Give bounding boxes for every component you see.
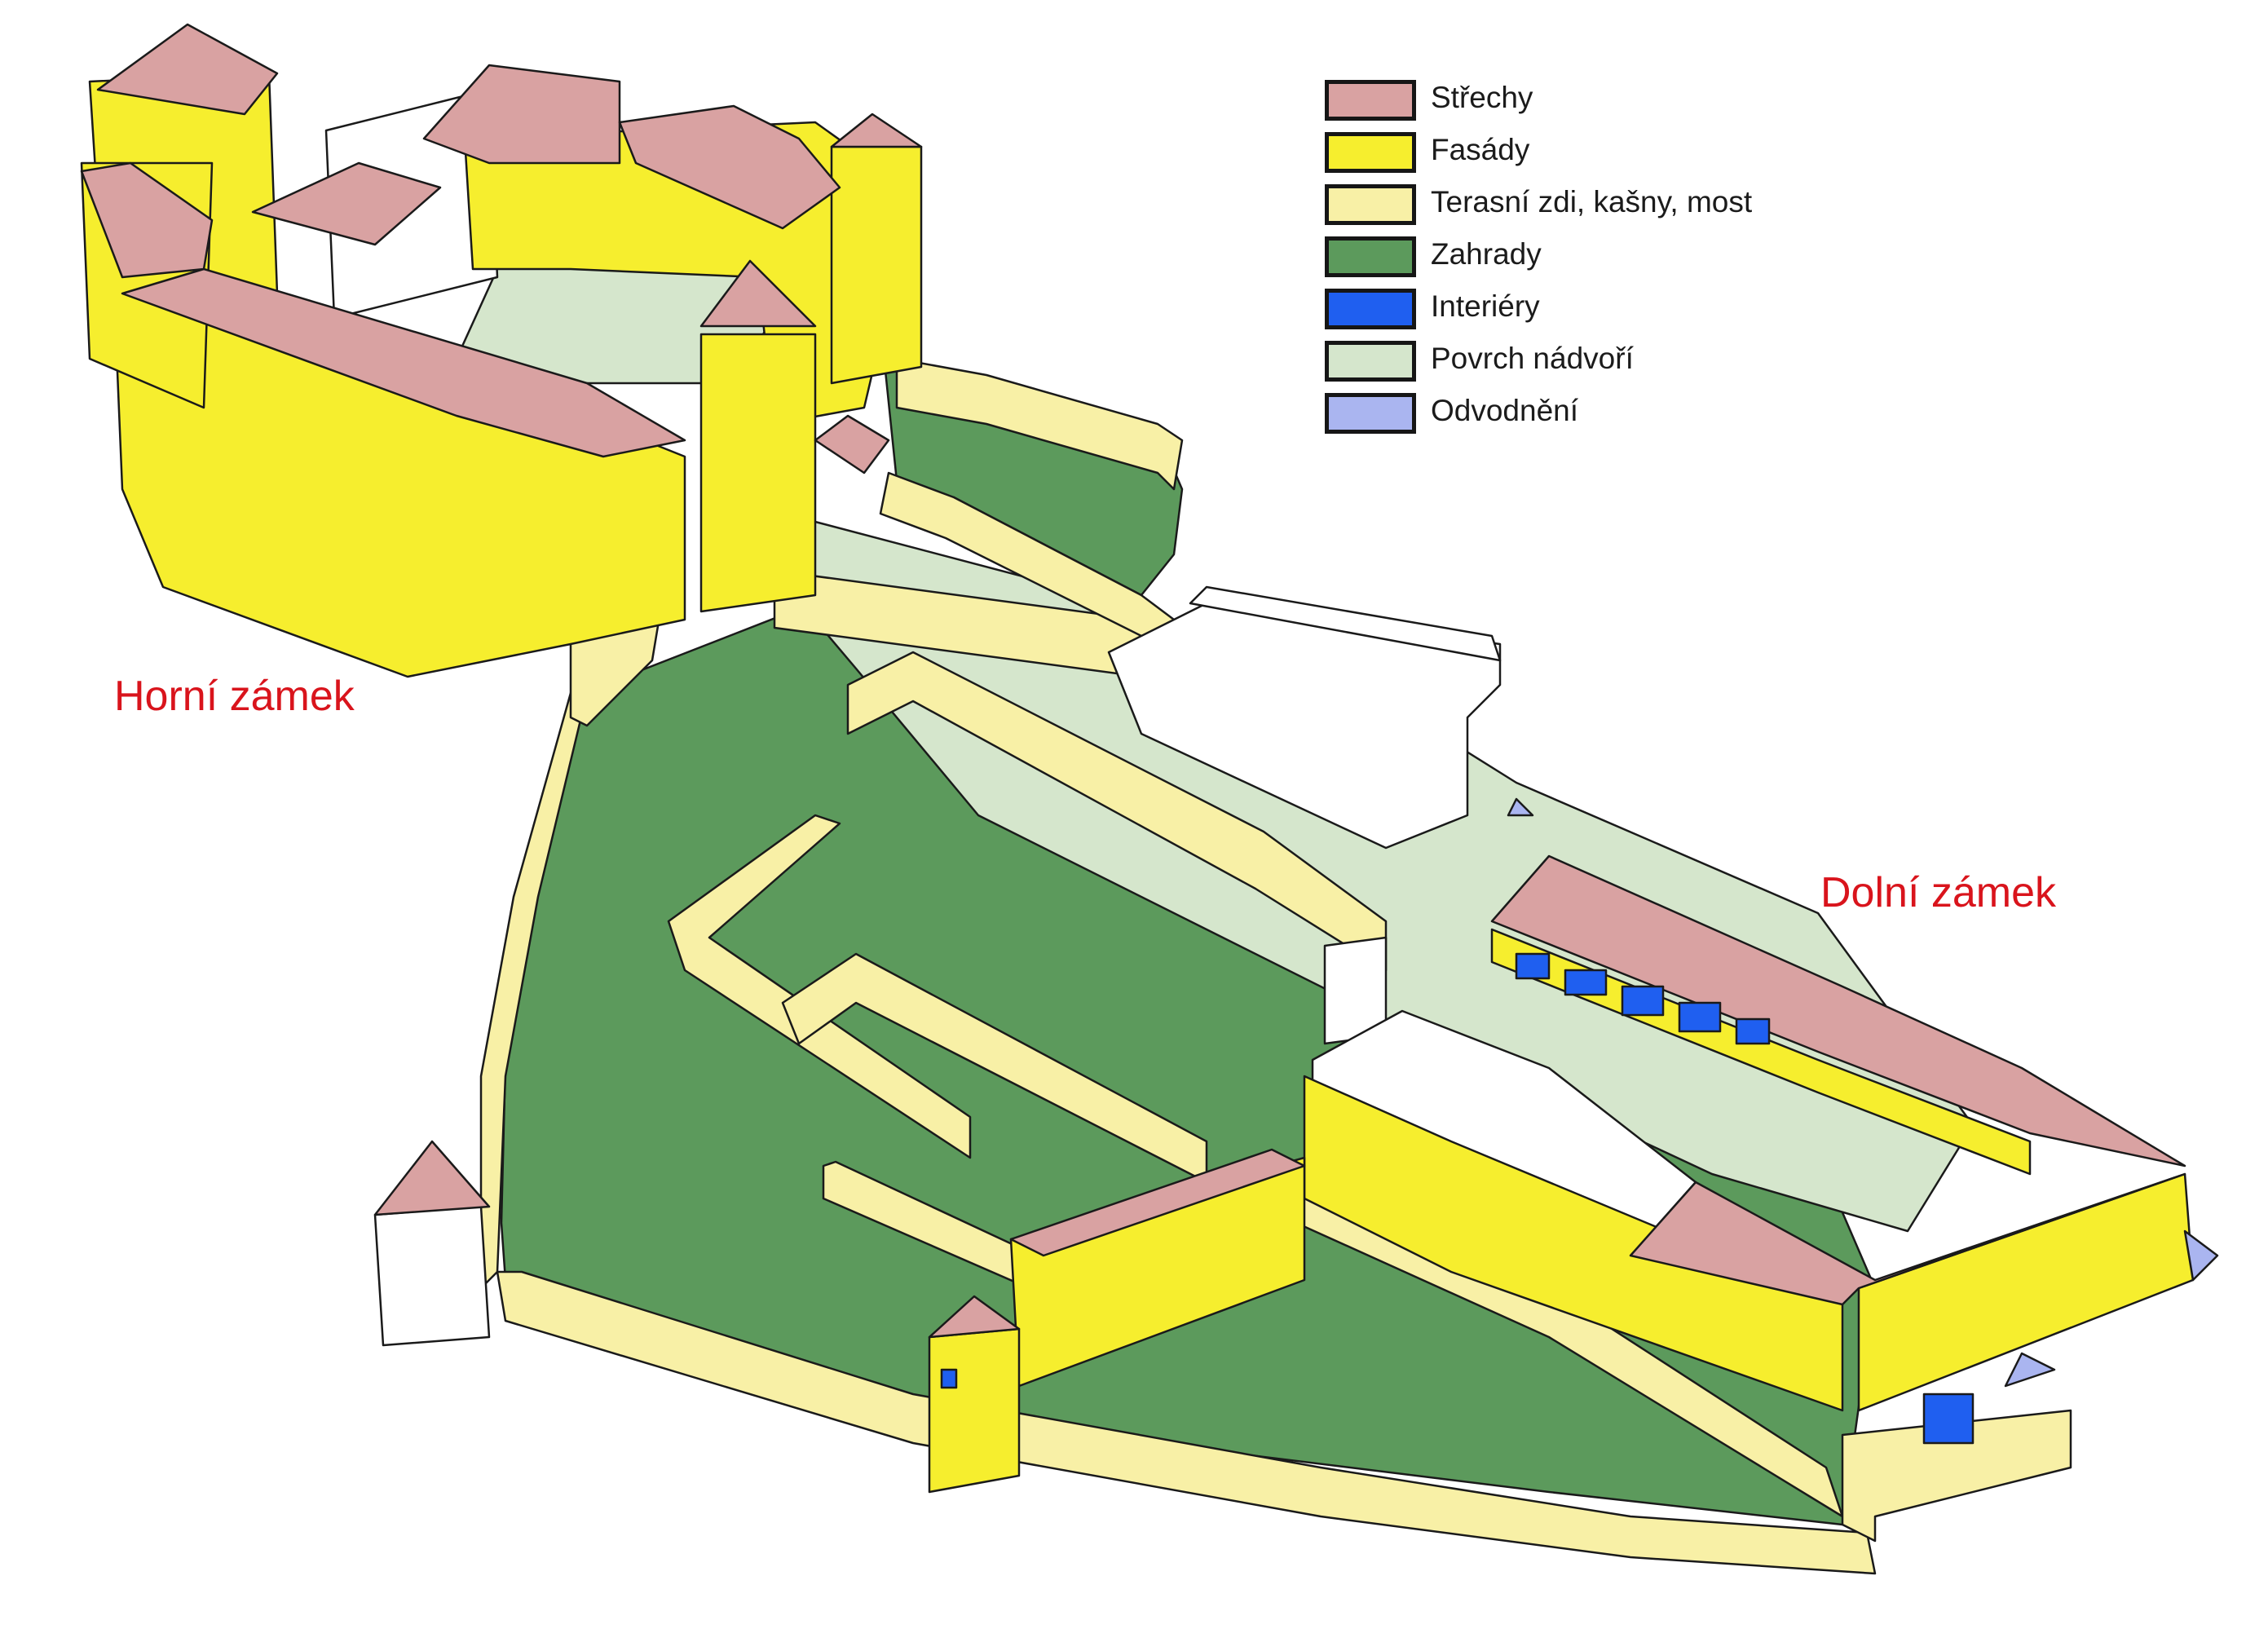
legend-label: Střechy — [1431, 81, 1533, 114]
upper-castle-east-tower — [830, 145, 923, 385]
upper-castle-label: Horní zámek — [114, 673, 355, 720]
legend-item: Zahrady — [1325, 232, 1895, 284]
roof-upper-north-wing — [422, 64, 621, 165]
legend-swatch — [1325, 132, 1416, 173]
legend-item: Interiéry — [1325, 284, 1895, 336]
roof-gatehouse-small — [814, 414, 890, 475]
legend: Střechy Fasády Terasní zdi, kašny, most … — [1325, 75, 1895, 440]
roof-lower-wing — [1490, 854, 2186, 1167]
terrace-wall-middle-1 — [667, 814, 972, 1159]
lower-castle-label: Dolní zámek — [1820, 869, 2056, 916]
roof-upper-north-wing-east — [618, 104, 841, 230]
roof-clock-tower — [699, 259, 817, 328]
interior-lower-wing-1 — [1515, 952, 1551, 980]
legend-item: Fasády — [1325, 127, 1895, 179]
outer-boundary-wall — [496, 1270, 1877, 1575]
roof-east-tower — [830, 113, 923, 148]
legend-item: Terasní zdi, kašny, most — [1325, 179, 1895, 232]
roof-inner-wing — [251, 161, 442, 246]
legend-label: Terasní zdi, kašny, most — [1431, 185, 1753, 218]
interiors — [940, 952, 1975, 1445]
legend-swatch — [1325, 236, 1416, 277]
drainage-north — [1507, 797, 1534, 817]
legend-label: Fasády — [1431, 133, 1530, 166]
legend-swatch — [1325, 341, 1416, 382]
outer-terrace-east — [1841, 1409, 2072, 1543]
roof-upper-west-wing — [80, 161, 214, 279]
north-garden-wall — [895, 357, 1184, 491]
west-boundary-wall — [479, 691, 589, 1290]
legend-swatch — [1325, 289, 1416, 329]
interior-lower-wing-4 — [1678, 1001, 1722, 1033]
roof-west-tower — [96, 23, 279, 116]
roof-lower-corner-wing — [1629, 1172, 2186, 1306]
legend-item: Odvodnění — [1325, 388, 1895, 440]
legend-item: Povrch nádvoří — [1325, 336, 1895, 388]
legend-label: Odvodnění — [1431, 394, 1579, 427]
unmarked-buildings — [324, 88, 1697, 1347]
roof-west-gate-tower — [373, 1140, 491, 1216]
interior-pavilion-window — [940, 1368, 958, 1389]
interior-lower-wing-2 — [1564, 969, 1608, 996]
drainage-east — [2183, 1229, 2219, 1282]
legend-swatch — [1325, 80, 1416, 121]
legend-label: Interiéry — [1431, 289, 1540, 323]
legend-swatch — [1325, 184, 1416, 225]
west-gate-tower — [373, 1205, 491, 1347]
clock-tower — [699, 333, 817, 613]
legend-label: Povrch nádvoří — [1431, 342, 1634, 375]
legend-label: Zahrady — [1431, 237, 1542, 271]
interior-lower-wing-3 — [1621, 985, 1665, 1017]
drainage — [1507, 797, 2219, 1388]
interior-small-building — [1922, 1393, 1975, 1445]
legend-swatch — [1325, 393, 1416, 434]
drainage-lower — [2004, 1352, 2056, 1388]
roofs — [80, 23, 2186, 1339]
roof-arcade-gallery — [1009, 1148, 1306, 1257]
roof-garden-pavilion — [928, 1295, 1021, 1339]
garden-pavilion-tower — [928, 1327, 1021, 1494]
legend-item: Střechy — [1325, 75, 1895, 127]
interior-lower-wing-5 — [1735, 1017, 1771, 1045]
courtyard-wall-north — [1189, 585, 1502, 662]
